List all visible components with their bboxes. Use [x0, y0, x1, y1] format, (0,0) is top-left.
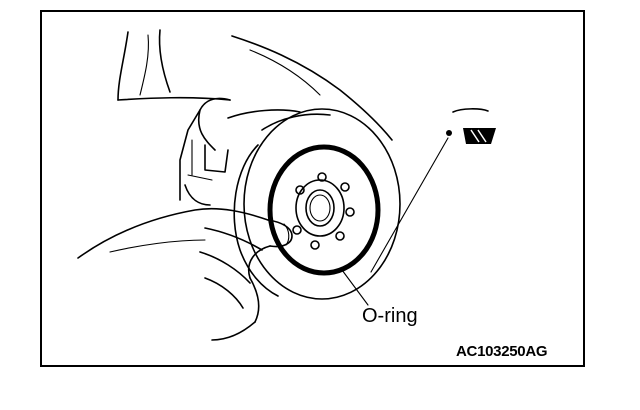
engine-housing-sketch	[179, 97, 301, 206]
oring-leader-line	[341, 269, 369, 306]
lubricant-icon	[370, 108, 496, 273]
o-ring	[267, 144, 381, 276]
figure-code: AC103250AG	[456, 343, 548, 360]
hand-sketch	[77, 207, 293, 341]
oring-callout-label: O-ring	[362, 305, 418, 327]
hub-with-bolt-holes	[292, 172, 355, 250]
upper-arm-sketch	[117, 29, 393, 141]
figure-frame	[40, 10, 585, 367]
pulley-housing	[233, 108, 401, 300]
